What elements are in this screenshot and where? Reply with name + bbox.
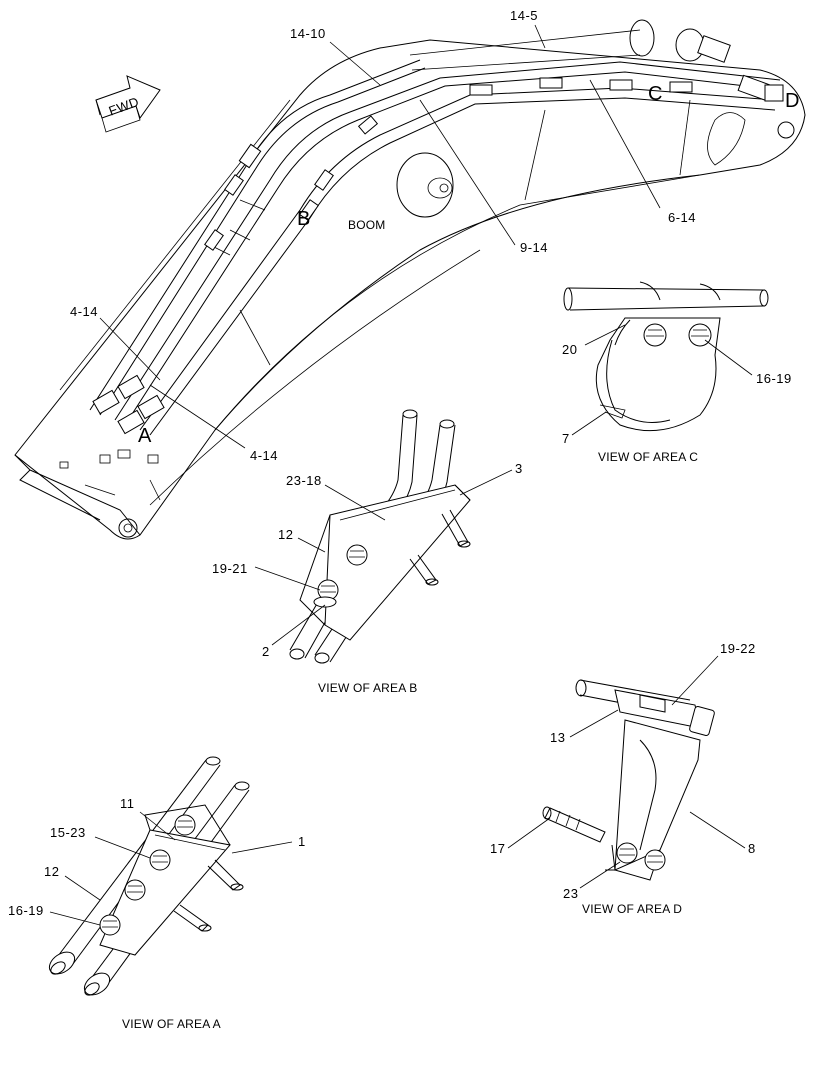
- callout-16-19-a: 16-19: [8, 903, 44, 918]
- callout-23-d: 23: [563, 886, 578, 901]
- callout-12-a: 12: [44, 864, 59, 879]
- callout-15-23: 15-23: [50, 825, 86, 840]
- callout-6-14: 6-14: [668, 210, 696, 225]
- callout-B: B: [297, 208, 310, 230]
- callout-14-5: 14-5: [510, 8, 538, 23]
- callout-11: 11: [120, 796, 135, 811]
- callout-16-19-c: 16-19: [756, 371, 792, 386]
- callout-7: 7: [562, 431, 570, 446]
- hydraulic-lines: [89, 19, 784, 436]
- callout-9-14: 9-14: [520, 240, 548, 255]
- caption-area-b: VIEW OF AREA B: [318, 681, 418, 695]
- callout-12-b: 12: [278, 527, 293, 542]
- view-area-c: 20 16-19 7 VIEW OF AREA C: [562, 281, 792, 464]
- caption-area-c: VIEW OF AREA C: [598, 450, 698, 464]
- view-area-a: 11 15-23 1 12 16-19 VIEW OF AREA A: [8, 756, 306, 1031]
- callout-3: 3: [515, 461, 523, 476]
- callout-4-14-top: 4-14: [70, 304, 98, 319]
- view-area-b: 23-18 3 12 19-21 2 VIEW OF AREA B: [212, 409, 523, 695]
- callout-17: 17: [490, 841, 505, 856]
- callout-4-14-bottom: 4-14: [250, 448, 278, 463]
- callout-D: D: [785, 90, 799, 112]
- callout-19-22: 19-22: [720, 641, 756, 656]
- fwd-arrow-icon: FWD: [95, 75, 161, 133]
- callout-A: A: [138, 425, 152, 447]
- callout-23-18: 23-18: [286, 473, 322, 488]
- callout-20: 20: [562, 342, 577, 357]
- callout-1: 1: [298, 834, 306, 849]
- caption-area-a: VIEW OF AREA A: [122, 1017, 221, 1031]
- main-callouts: 14-10 14-5 C D B 9-14 6-14 4-14 4-14 A: [70, 8, 799, 463]
- callout-19-21: 19-21: [212, 561, 248, 576]
- callout-14-10: 14-10: [290, 26, 326, 41]
- boom-label: BOOM: [348, 218, 385, 232]
- callout-2: 2: [262, 644, 270, 659]
- boom-assembly: [14, 39, 806, 540]
- callout-13: 13: [550, 730, 565, 745]
- callout-8: 8: [748, 841, 756, 856]
- callout-C: C: [648, 83, 662, 105]
- view-area-d: 19-22 13 17 8 23 VIEW OF AREA D: [490, 641, 756, 916]
- caption-area-d: VIEW OF AREA D: [582, 902, 682, 916]
